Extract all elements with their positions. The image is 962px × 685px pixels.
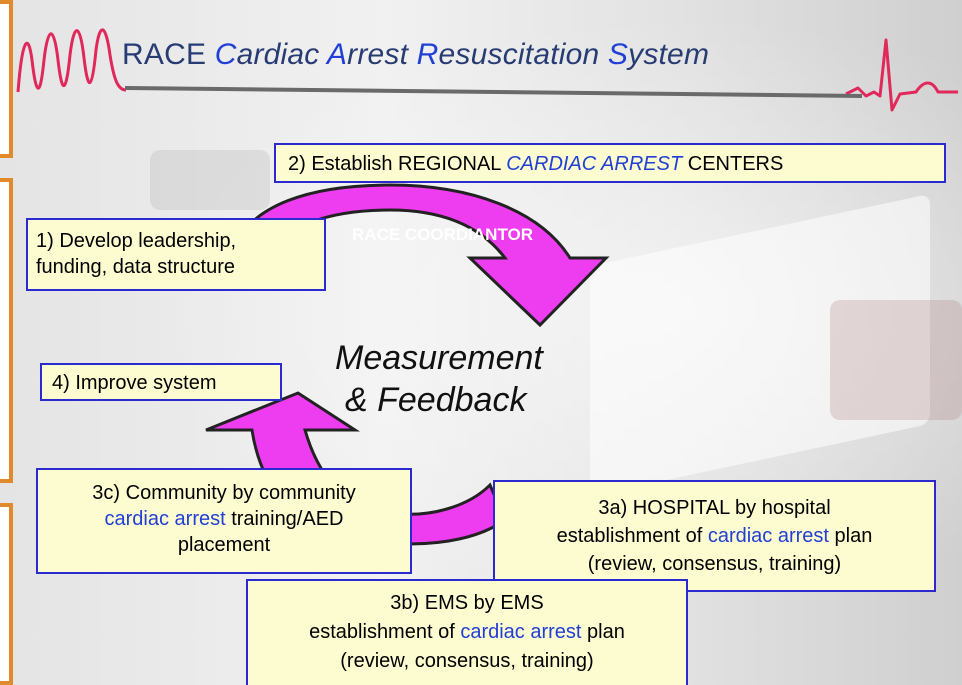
step-3a-highlight: cardiac arrest: [707, 525, 829, 547]
step-2-prefix: 2) Establish REGIONAL: [288, 153, 507, 175]
step-1-line2: funding, data structure: [36, 256, 236, 278]
step-3b-highlight: cardiac arrest: [460, 621, 582, 643]
measurement-feedback-label: Measurement & Feedback: [335, 337, 543, 421]
step-3a-line2: establishment of cardiac arrest plan: [499, 522, 930, 550]
ambulance-light: [830, 300, 962, 420]
title-part: R: [416, 38, 439, 71]
step-1-box: 1) Develop leadership, funding, data str…: [26, 218, 326, 291]
side-accent-bar-top: [0, 0, 13, 158]
title-part: ardiac: [236, 38, 327, 71]
measurement-line: Measurement: [335, 339, 543, 377]
step-3b-line2-prefix: establishment of: [309, 621, 461, 643]
step-3c-line2-suffix: training/AED: [225, 508, 344, 530]
page-title: RACE Cardiac Arrest Resuscitation System: [122, 38, 709, 72]
step-3a-box: 3a) HOSPITAL by hospital establishment o…: [493, 480, 936, 592]
ambulance-window: [150, 150, 270, 210]
step-4-text: 4) Improve system: [52, 372, 217, 394]
step-3b-box: 3b) EMS by EMS establishment of cardiac …: [246, 579, 688, 685]
step-3a-line3: (review, consensus, training): [587, 553, 842, 575]
feedback-line: & Feedback: [345, 381, 527, 419]
title-part: S: [607, 38, 629, 71]
step-3a-line2-suffix: plan: [828, 525, 873, 547]
ecg-trace-right-icon: [845, 38, 958, 112]
step-2-suffix: CENTERS: [682, 153, 784, 175]
step-2-highlight: CARDIAC ARREST: [506, 153, 683, 175]
step-4-box: 4) Improve system: [40, 363, 282, 401]
title-part: C: [214, 38, 237, 71]
step-1-line1: 1) Develop leadership,: [36, 230, 237, 252]
title-part: A: [326, 38, 348, 71]
coordinator-label: RACE COORDIANTOR: [352, 225, 534, 244]
step-3b-line3: (review, consensus, training): [340, 650, 594, 672]
step-3c-highlight: cardiac arrest: [104, 508, 226, 530]
step-3b-line2: establishment of cardiac arrest plan: [252, 618, 682, 647]
step-3a-line2-prefix: establishment of: [556, 525, 708, 547]
step-3b-line1: 3b) EMS by EMS: [390, 592, 544, 614]
step-3c-line3: placement: [177, 534, 271, 556]
title-part: rrest: [347, 38, 417, 71]
top-cycle-arrow: [230, 183, 610, 328]
step-3c-line2: cardiac arrest training/AED: [42, 506, 406, 532]
step-3c-line1: 3c) Community by community: [92, 482, 356, 504]
step-3a-line1: 3a) HOSPITAL by hospital: [598, 497, 831, 519]
side-accent-bar-bottom: [0, 503, 13, 685]
title-part: RACE: [122, 38, 215, 71]
step-3b-line2-suffix: plan: [581, 621, 625, 643]
title-part: ystem: [628, 38, 710, 71]
header-underline: [124, 86, 863, 98]
step-3c-box: 3c) Community by community cardiac arres…: [36, 468, 412, 574]
title-part: esuscitation: [438, 38, 608, 71]
ecg-trace-left-icon: [16, 28, 127, 93]
side-accent-bar-middle: [0, 178, 13, 483]
step-2-box: 2) Establish REGIONAL CARDIAC ARREST CEN…: [274, 143, 946, 183]
